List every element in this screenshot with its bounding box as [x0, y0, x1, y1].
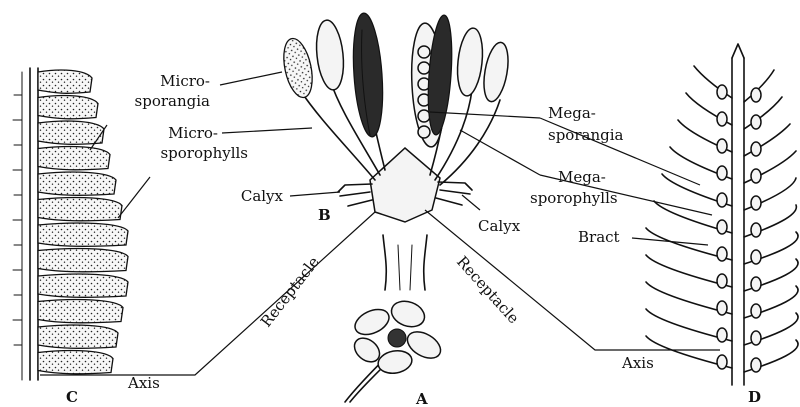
label-micro-sporangia-2: sporangia: [135, 92, 211, 110]
label-axis-left: Axis: [127, 374, 160, 392]
megasporangium-shape: [717, 355, 727, 369]
label-mega-sporophylls-1: Mega-: [558, 168, 606, 186]
microsporophyll-shape: [38, 274, 128, 297]
label-receptacle-right: Receptacle: [453, 253, 523, 328]
label-micro-sporangia-1: Micro-: [160, 72, 210, 90]
panel-d-drawing: [646, 44, 798, 385]
label-micro-sporophylls-2: sporophylls: [160, 144, 248, 162]
bract-branch-right: [744, 97, 782, 129]
megasporangium-shape: [751, 331, 761, 345]
label-calyx-right: Calyx: [478, 217, 521, 235]
megasporangium-shape: [751, 88, 761, 102]
megasporangium-shape: [717, 139, 727, 153]
microsporophyll-shape: [38, 249, 128, 272]
panel-c-drawing: [13, 68, 128, 380]
megasporangium-shape: [751, 304, 761, 318]
megasporangium-shape: [751, 277, 761, 291]
megasporangium-shape: [717, 166, 727, 180]
megasporangium-shape: [717, 193, 727, 207]
microsporophyll-shape: [38, 147, 110, 170]
megasporangium-shape: [717, 247, 727, 261]
megasporangium-shape: [717, 220, 727, 234]
megasporangium-shape: [751, 223, 761, 237]
label-receptacle-left: Receptacle: [257, 253, 323, 330]
microsporophyll-shape: [38, 198, 122, 221]
label-axis-right: Axis: [621, 354, 654, 372]
label-micro-sporophylls-1: Micro-: [168, 124, 218, 142]
panel-a-drawing: [345, 297, 445, 402]
labels: Micro- sporangia Micro- sporophylls Caly…: [66, 72, 761, 407]
label-mega-sporangia-1: Mega-: [548, 104, 596, 122]
label-mega-sporangia-2: sporangia: [548, 126, 624, 144]
label-calyx-left: Calyx: [241, 187, 284, 205]
panel-b-drawing: [279, 12, 512, 290]
megasporangium-shape: [751, 250, 761, 264]
megasporangium-shape: [751, 142, 761, 156]
microsporophyll-shape: [38, 172, 116, 195]
label-mega-sporophylls-2: sporophylls: [530, 189, 618, 207]
label-bract: Bract: [578, 228, 620, 246]
megasporangium-shape: [717, 328, 727, 342]
microsporophyll-shape: [38, 121, 104, 144]
megasporangium-shape: [717, 112, 727, 126]
panel-label-c: C: [66, 388, 78, 406]
microsporophyll-shape: [38, 300, 123, 323]
megasporangium-shape: [751, 196, 761, 210]
microsporophyll-shape: [38, 351, 113, 374]
megasporangium-shape: [751, 115, 761, 129]
ovule-shape: [418, 126, 430, 138]
panel-label-b: B: [318, 206, 331, 224]
ovule-shape: [418, 62, 430, 74]
megasporangium-shape: [751, 169, 761, 183]
megasporangium-shape: [717, 274, 727, 288]
microsporophyll-shape: [38, 70, 92, 93]
microsporophyll-shape: [38, 223, 128, 246]
microsporophyll-shape: [38, 96, 98, 119]
panel-label-d: D: [748, 388, 761, 406]
panel-label-a: A: [415, 390, 428, 407]
ovule-shape: [418, 110, 430, 122]
megasporangium-shape: [717, 301, 727, 315]
ovule-shape: [418, 46, 430, 58]
microsporophyll-shape: [38, 325, 118, 348]
megasporangium-shape: [717, 85, 727, 99]
megasporangium-shape: [751, 358, 761, 372]
